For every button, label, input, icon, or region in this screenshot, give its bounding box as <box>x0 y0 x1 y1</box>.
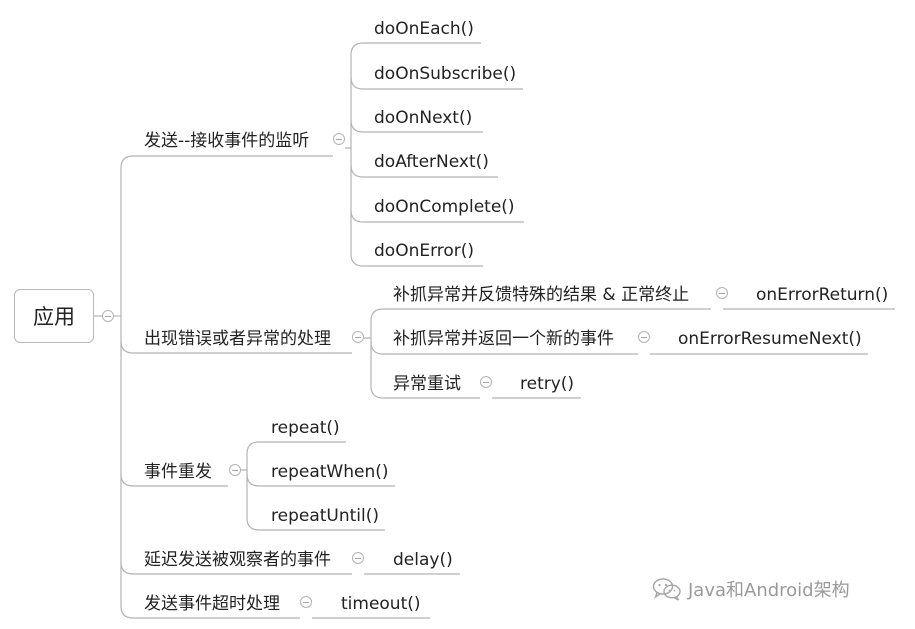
branch-underline-repeat <box>120 473 228 487</box>
error-collapse-icon[interactable] <box>352 331 364 343</box>
leaf-doOnComplete[interactable]: doOnComplete() <box>374 197 515 217</box>
wechat-icon <box>652 578 681 601</box>
repeat-leaf-line <box>246 473 395 487</box>
monitor-leaf-line <box>350 76 523 90</box>
repeat-subtrunk <box>240 441 260 531</box>
monitor-leaf-line <box>350 164 498 178</box>
branch-label-delay[interactable]: 延迟发送被观察者的事件 <box>144 550 331 570</box>
error-item-label[interactable]: 异常重试 <box>393 374 461 394</box>
error-item-line <box>370 341 638 355</box>
repeat-collapse-icon[interactable] <box>229 464 241 476</box>
root-node[interactable]: 应用 <box>14 289 94 343</box>
main-trunk <box>120 155 134 619</box>
watermark: Java和Android架构 <box>652 576 850 602</box>
leaf-repeatUntil[interactable]: repeatUntil() <box>271 506 380 526</box>
branch-label-timeout[interactable]: 发送事件超时处理 <box>144 594 280 614</box>
branch-label-monitor[interactable]: 发送--接收事件的监听 <box>144 131 310 151</box>
error-method-retry[interactable]: retry() <box>520 374 575 394</box>
error-method-onErrorReturn[interactable]: onErrorReturn() <box>756 285 889 305</box>
monitor-subtrunk <box>345 42 364 267</box>
monitor-leaf-line <box>350 209 524 223</box>
branch-label-error[interactable]: 出现错误或者异常的处理 <box>144 329 331 349</box>
method-delay[interactable]: delay() <box>393 550 453 570</box>
monitor-collapse-icon[interactable] <box>333 133 345 145</box>
error-item-collapse-icon[interactable] <box>638 331 650 343</box>
branch-label-repeat[interactable]: 事件重发 <box>144 462 212 482</box>
leaf-repeatWhen[interactable]: repeatWhen() <box>271 462 389 482</box>
leaf-doOnNext[interactable]: doOnNext() <box>374 108 473 128</box>
method-timeout[interactable]: timeout() <box>341 594 421 614</box>
error-method-onErrorResumeNext[interactable]: onErrorResumeNext() <box>678 329 862 349</box>
error-item-label[interactable]: 补抓异常并反馈特殊的结果 & 正常终止 <box>393 285 690 305</box>
leaf-doAfterNext[interactable]: doAfterNext() <box>374 152 489 172</box>
delay-collapse-icon[interactable] <box>352 552 364 564</box>
root-label: 应用 <box>33 305 75 329</box>
branch-underline-delay <box>120 561 352 575</box>
leaf-doOnSubscribe[interactable]: doOnSubscribe() <box>374 64 517 84</box>
error-item-collapse-icon[interactable] <box>716 287 728 299</box>
leaf-doOnEach[interactable]: doOnEach() <box>374 19 474 39</box>
timeout-collapse-icon[interactable] <box>300 596 312 608</box>
error-item-label[interactable]: 补抓异常并返回一个新的事件 <box>393 329 614 349</box>
branch-underline-error <box>120 340 352 354</box>
error-item-collapse-icon[interactable] <box>480 376 492 388</box>
error-subtrunk <box>364 308 384 399</box>
root-collapse-icon[interactable] <box>102 310 114 322</box>
leaf-repeat[interactable]: repeat() <box>271 418 340 438</box>
monitor-leaf-line <box>350 119 483 133</box>
leaf-doOnError[interactable]: doOnError() <box>374 241 475 261</box>
watermark-text: Java和Android架构 <box>688 580 850 601</box>
